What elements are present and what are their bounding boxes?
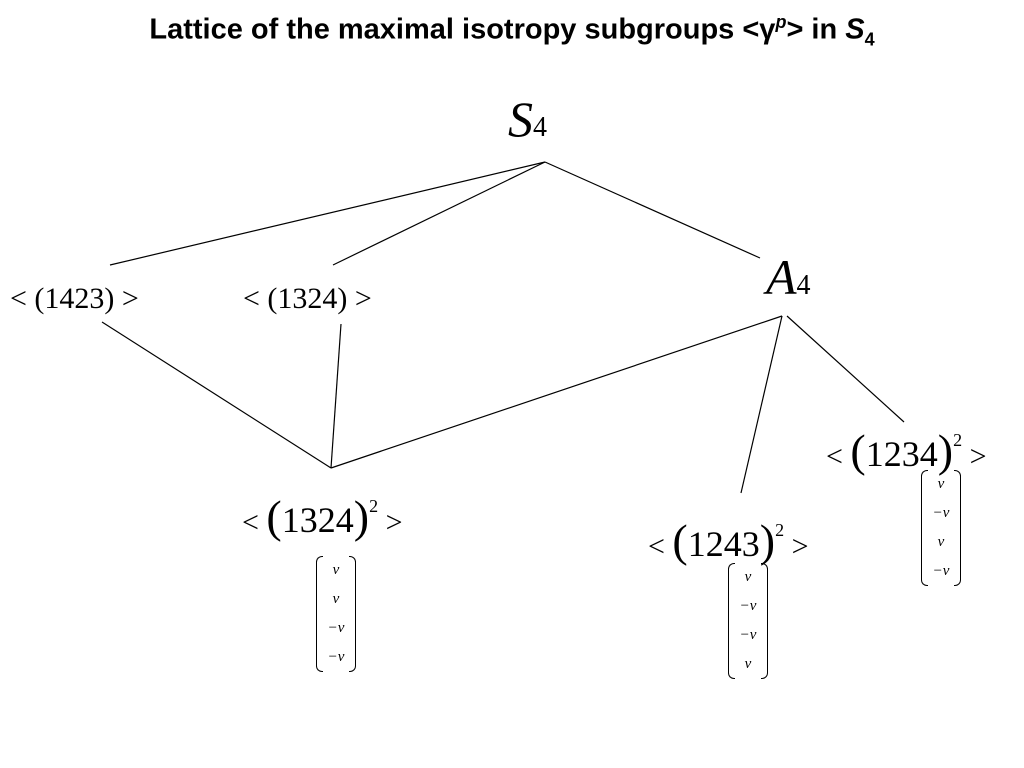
gt-sign: > bbox=[962, 440, 987, 473]
vector-entry: −v bbox=[739, 627, 757, 643]
gt-sign: > bbox=[784, 530, 809, 563]
node-1234-squared: < (1234)2 > bbox=[826, 425, 987, 476]
edge-s4-a4 bbox=[544, 161, 761, 259]
vector-entry: v bbox=[937, 476, 945, 492]
cycle-1324: 1324 bbox=[281, 500, 354, 540]
edge-a4-sq1234 bbox=[786, 315, 905, 423]
edge-s4-1423 bbox=[109, 161, 546, 266]
exponent: 2 bbox=[775, 520, 785, 540]
node-1423: < (1423) > bbox=[10, 284, 139, 314]
vector-1243-squared: v −v −v v bbox=[728, 563, 768, 679]
vector-entry: −v bbox=[327, 620, 345, 636]
vector-entry: v bbox=[332, 562, 340, 578]
exponent: 2 bbox=[369, 496, 379, 516]
node-1243-squared: < (1243)2 > bbox=[648, 515, 809, 566]
s4-subscript: 4 bbox=[533, 112, 547, 143]
vector-entry: v bbox=[937, 534, 945, 550]
cycle-1243: 1243 bbox=[687, 524, 760, 564]
cycle-1234: 1234 bbox=[865, 434, 938, 474]
edge-a4-sq1324 bbox=[330, 315, 783, 469]
label-1324: < (1324) > bbox=[243, 282, 372, 315]
exponent: 2 bbox=[953, 430, 963, 450]
lt-sign: < bbox=[648, 530, 673, 563]
s4-symbol: S bbox=[508, 91, 533, 147]
a4-subscript: 4 bbox=[796, 270, 811, 301]
gt-sign: > bbox=[378, 506, 403, 539]
label-1423: < (1423) > bbox=[10, 282, 139, 315]
vector-entry: −v bbox=[932, 563, 950, 579]
vector-entry: −v bbox=[932, 505, 950, 521]
node-a4: A4 bbox=[766, 252, 811, 302]
vector-entry: v bbox=[744, 569, 752, 585]
vector-entry: −v bbox=[327, 649, 345, 665]
node-1324: < (1324) > bbox=[243, 284, 372, 314]
vector-entry: v bbox=[332, 591, 340, 607]
node-s4: S4 bbox=[508, 94, 547, 144]
node-1324-squared: < (1324)2 > bbox=[242, 491, 403, 542]
diagram-title: Lattice of the maximal isotropy subgroup… bbox=[149, 12, 875, 50]
vector-entry: −v bbox=[739, 598, 757, 614]
edge-a4-sq1243 bbox=[740, 315, 783, 494]
vector-1324-squared: v v −v −v bbox=[316, 556, 356, 672]
vector-entry: v bbox=[744, 656, 752, 672]
lt-sign: < bbox=[826, 440, 851, 473]
edge-1324-sq1324 bbox=[330, 323, 342, 469]
vector-1234-squared: v −v v −v bbox=[921, 470, 961, 586]
edge-1423-sq1324 bbox=[101, 321, 332, 469]
edge-s4-1324 bbox=[332, 161, 546, 266]
lt-sign: < bbox=[242, 506, 267, 539]
a4-symbol: A bbox=[766, 249, 797, 305]
